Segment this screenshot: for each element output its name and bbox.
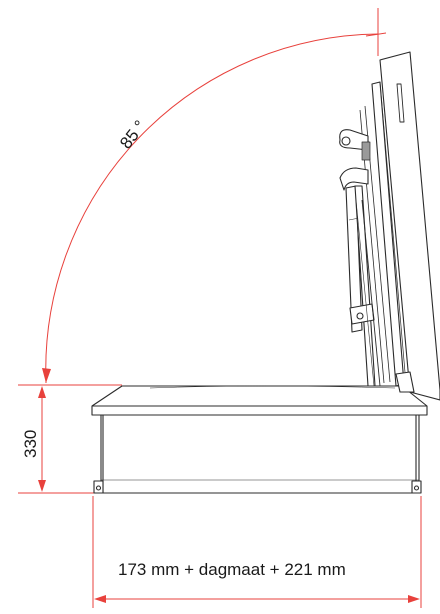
foot-left [93,480,104,494]
strut-mechanism [339,129,381,387]
arc-end-tick [365,32,387,37]
height-arrow-top [38,386,46,398]
arc-arrow-head [42,368,51,383]
curb-box [100,414,420,494]
width-label: 173 mm + dagmaat + 221 mm [118,560,346,579]
angle-label: 85 ° [116,117,150,153]
hook-arm [339,167,369,191]
foot-right [411,480,422,494]
lid-slot [396,83,405,123]
curb-flange [91,385,428,416]
angle-arc [45,33,379,384]
height-arrow-bottom [38,480,46,492]
gas-strut [345,185,363,333]
lid-outer-panel [379,51,440,401]
hatch-lid [359,51,440,401]
hatch-curb [91,385,428,494]
width-arrow-left [94,595,106,603]
dimension-lines [18,8,422,608]
arrowheads [38,368,420,603]
height-label: 330 [21,430,40,458]
width-arrow-right [408,595,420,603]
